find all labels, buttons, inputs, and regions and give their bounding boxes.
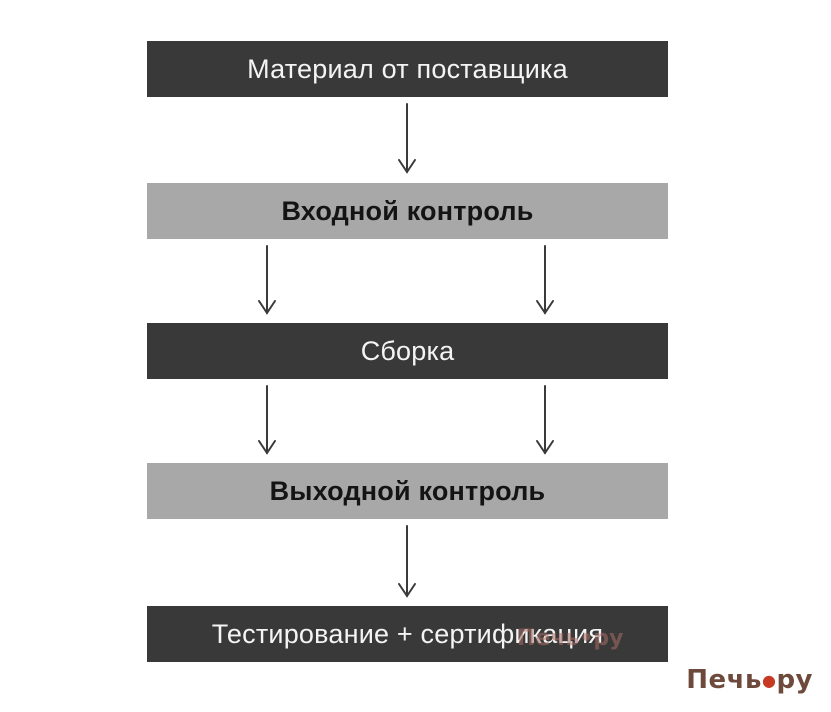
site-watermark-logo: Печь●ру xyxy=(686,665,813,695)
step-label: Входной контроль xyxy=(281,195,534,226)
step-testing-certification: Тестирование + сертификация xyxy=(147,606,668,662)
step-label: Материал от поставщика xyxy=(247,53,568,84)
step-incoming-control: Входной контроль xyxy=(147,183,668,239)
arrow-down-icon xyxy=(536,385,554,455)
step-label: Тестирование + сертификация xyxy=(211,618,604,649)
step-label: Сборка xyxy=(360,335,455,366)
step-supplier-material: Материал от поставщика xyxy=(147,41,668,97)
watermark-suffix: ру xyxy=(776,665,813,695)
step-label: Выходной контроль xyxy=(269,475,546,506)
arrow-down-icon xyxy=(258,385,276,455)
arrow-down-icon xyxy=(258,245,276,315)
step-outgoing-control: Выходной контроль xyxy=(147,463,668,519)
arrow-down-icon xyxy=(398,525,416,598)
arrow-down-icon xyxy=(398,103,416,174)
flame-icon: ● xyxy=(761,671,777,690)
arrow-down-icon xyxy=(536,245,554,315)
step-assembly: Сборка xyxy=(147,323,668,379)
watermark-brand: Печь xyxy=(686,665,762,695)
